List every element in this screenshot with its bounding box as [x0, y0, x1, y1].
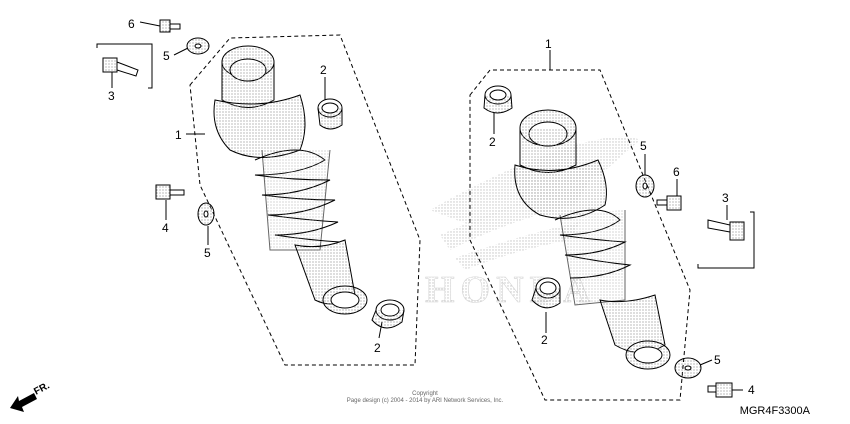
left-bushing-top — [317, 98, 343, 130]
right-assembly-outline — [469, 69, 691, 401]
right-bolt-4 — [707, 382, 733, 398]
copyright-line-1: Copyright — [412, 391, 438, 397]
right-washer-5 — [635, 174, 655, 198]
callout-right-1: 1 — [545, 37, 552, 51]
callout-right-2-top: 2 — [489, 135, 496, 149]
callout-left-1: 1 — [175, 128, 182, 142]
copyright-line-2: Page design (c) 2004 - 2014 by ARI Netwo… — [346, 398, 504, 404]
callout-left-4: 4 — [162, 221, 169, 235]
callout-left-2-top: 2 — [320, 63, 327, 77]
right-bushing-top — [483, 85, 513, 114]
right-bolt-6 — [656, 195, 682, 211]
left-washer-5-mid — [197, 202, 215, 226]
callout-left-5: 5 — [163, 49, 170, 63]
left-shock-absorber — [213, 45, 368, 315]
right-bolt-3 — [707, 219, 745, 241]
left-bushing-bottom — [371, 299, 405, 329]
callout-right-2-bottom: 2 — [541, 333, 548, 347]
right-washer-5-bottom — [674, 357, 702, 379]
right-assembly — [469, 50, 755, 401]
left-bolt-6 — [159, 19, 181, 33]
callout-right-3: 3 — [722, 191, 729, 205]
callout-left-3: 3 — [108, 89, 115, 103]
reference-code: MGR4F3300A — [739, 405, 810, 417]
callout-left-5-mid: 5 — [204, 246, 211, 260]
callout-right-5: 5 — [640, 139, 647, 153]
callouts: 6 5 3 1 2 4 5 2 1 2 5 6 3 2 5 4 — [108, 17, 755, 397]
left-bolt-3 — [102, 57, 139, 77]
callout-left-2-bottom: 2 — [374, 341, 381, 355]
callout-right-4: 4 — [748, 383, 755, 397]
left-bolt-4 — [155, 184, 185, 200]
left-washer-5 — [186, 37, 210, 55]
front-arrow-icon — [10, 393, 37, 412]
callout-right-5-bottom: 5 — [714, 353, 721, 367]
left-assembly — [96, 19, 421, 366]
right-bracket — [697, 211, 755, 269]
left-bracket — [96, 43, 153, 89]
right-bushing-bottom — [531, 277, 561, 309]
callout-right-6: 6 — [673, 165, 680, 179]
callout-left-6: 6 — [128, 17, 135, 31]
watermark-wordmark: HONDA — [425, 269, 596, 311]
right-shock-absorber — [514, 109, 671, 370]
